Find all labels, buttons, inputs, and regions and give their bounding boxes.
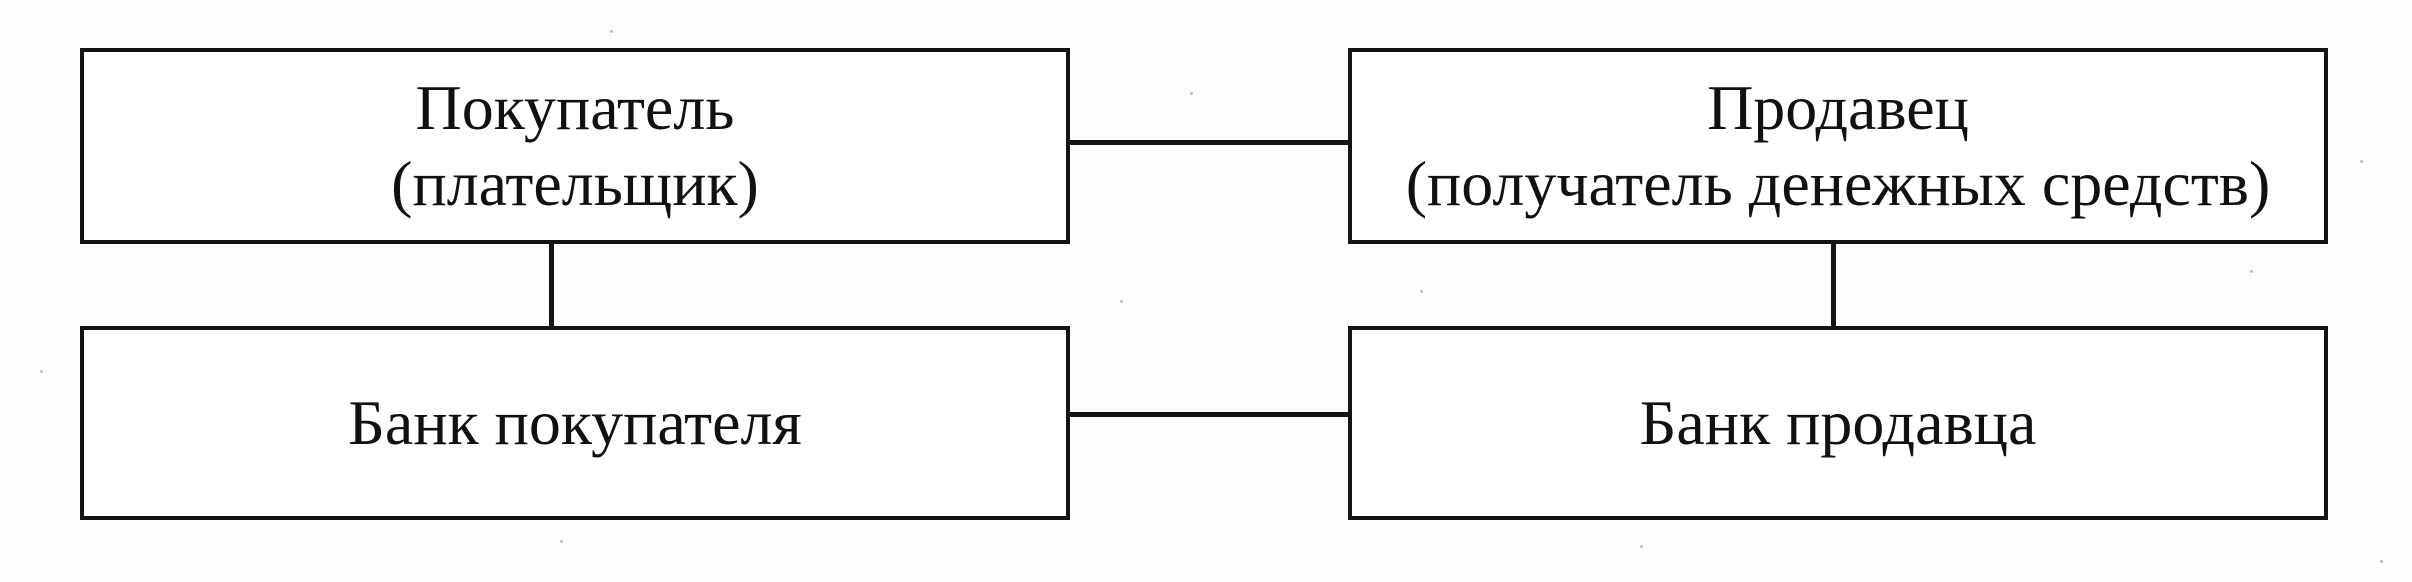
buyer-bank-label: Банк покупателя xyxy=(348,387,802,458)
seller-subtitle: (получатель денежных средств) xyxy=(1405,148,2271,219)
scan-speck xyxy=(1190,92,1193,95)
scan-speck xyxy=(1120,300,1123,303)
connector-buyer-buyer-bank xyxy=(549,242,554,328)
scan-speck xyxy=(40,370,43,373)
scan-speck xyxy=(560,540,563,543)
connector-buyer-seller xyxy=(1068,140,1350,145)
seller-bank-box: Банк продавца xyxy=(1348,326,2328,520)
buyer-bank-box: Банк покупателя xyxy=(80,326,1070,520)
scan-speck xyxy=(2360,160,2363,163)
buyer-subtitle: (плательщик) xyxy=(391,148,759,219)
scan-speck xyxy=(610,30,613,33)
connector-buyer-bank-seller-bank xyxy=(1068,412,1350,417)
scan-speck xyxy=(1640,545,1643,548)
buyer-box: Покупатель (плательщик) xyxy=(80,48,1070,244)
scan-speck xyxy=(2380,560,2383,563)
seller-title: Продавец xyxy=(1707,72,1969,143)
seller-box: Продавец (получатель денежных средств) xyxy=(1348,48,2328,244)
seller-bank-label: Банк продавца xyxy=(1639,387,2037,458)
scan-speck xyxy=(1420,290,1423,293)
buyer-title: Покупатель xyxy=(415,72,735,143)
scan-speck xyxy=(2250,270,2253,273)
connector-seller-seller-bank xyxy=(1831,242,1836,328)
